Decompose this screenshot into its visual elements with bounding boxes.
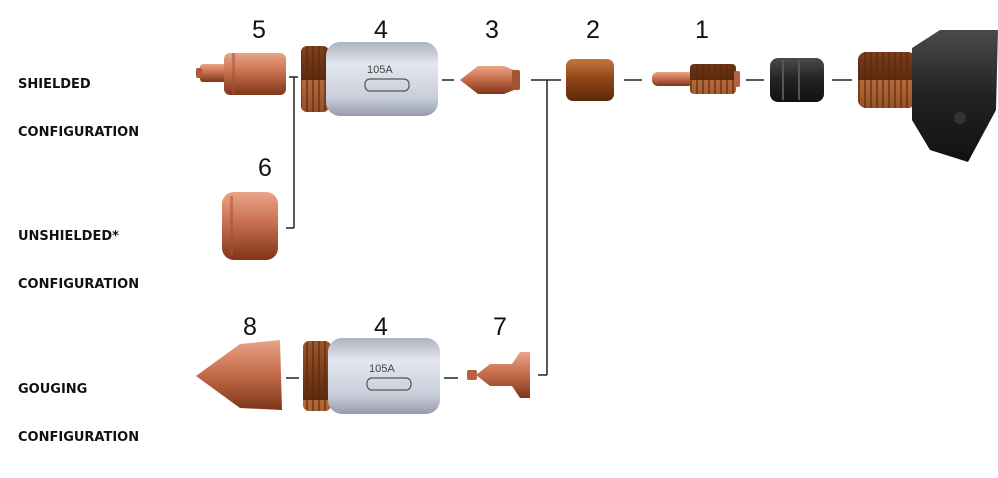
gouge-nozzle-part-7	[467, 352, 530, 398]
label-unshielded-line1: UNSHIELDED*	[18, 229, 139, 245]
torch-consumables-diagram: 105A 105A 5 4 3 2 1 6 8 4 7 SHIELDED CON…	[0, 0, 998, 414]
retaining-cap-part-4-top	[301, 42, 438, 116]
part-number-6: 6	[258, 156, 272, 181]
label-shielded-line2: CONFIGURATION	[18, 125, 139, 141]
part-number-1: 1	[695, 18, 709, 43]
gouge-shield-part-8	[196, 340, 282, 410]
torch-head	[858, 30, 998, 162]
label-shielded-configuration: SHIELDED CONFIGURATION	[18, 45, 139, 173]
retaining-cap-part-4-bottom	[303, 338, 440, 414]
leader-lines-top	[286, 77, 852, 375]
label-gouging-line2: CONFIGURATION	[18, 430, 139, 446]
part-number-3: 3	[485, 18, 499, 43]
diagram-art	[0, 0, 998, 414]
nozzle-part-3	[460, 66, 520, 94]
deflector-part-6	[222, 192, 278, 260]
label-unshielded-configuration: UNSHIELDED* CONFIGURATION	[18, 197, 139, 325]
cap-marking-top: 105A	[367, 64, 393, 76]
label-shielded-line1: SHIELDED	[18, 77, 139, 93]
electrode-part-1	[652, 64, 740, 94]
part-number-4-top: 4	[374, 18, 388, 43]
label-gouging-configuration: GOUGING CONFIGURATION	[18, 350, 139, 478]
insulator	[770, 58, 824, 102]
cap-marking-bottom: 105A	[369, 363, 395, 375]
part-number-7: 7	[493, 315, 507, 340]
label-unshielded-line2: CONFIGURATION	[18, 277, 139, 293]
shield-part-5	[196, 53, 286, 95]
part-number-2: 2	[586, 18, 600, 43]
swirl-ring-part-2	[566, 59, 614, 101]
label-gouging-line1: GOUGING	[18, 382, 139, 398]
part-number-8: 8	[243, 315, 257, 340]
part-number-4-bottom: 4	[374, 315, 388, 340]
part-number-5: 5	[252, 18, 266, 43]
